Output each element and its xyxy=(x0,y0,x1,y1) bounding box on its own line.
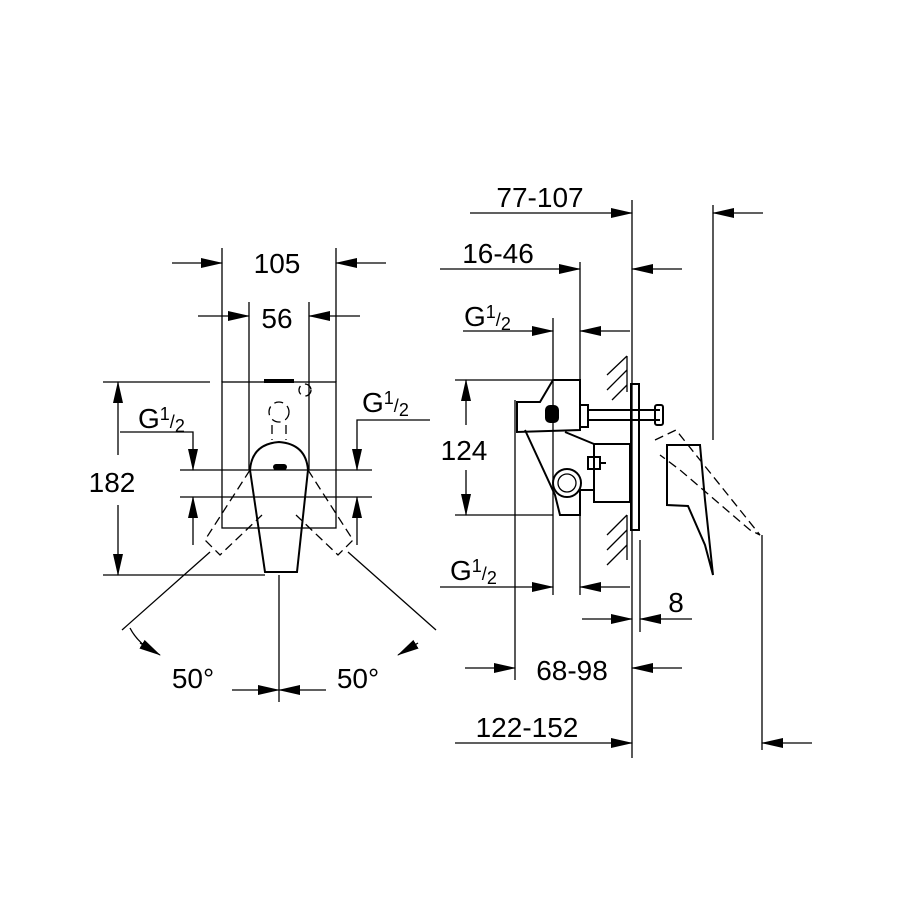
handle-side xyxy=(666,444,714,576)
dim-width-outer: 105 xyxy=(254,248,301,279)
side-view: 77-107 16-46 G1/2 124 xyxy=(440,182,812,758)
angle-left: 50° xyxy=(172,663,214,694)
handle-front xyxy=(248,440,310,573)
angle-right: 50° xyxy=(337,663,379,694)
dim-height-box: 124 xyxy=(441,435,488,466)
dim-width-inner: 56 xyxy=(261,303,292,334)
valve-body xyxy=(516,379,664,531)
dim-projection-total: 122-152 xyxy=(476,712,579,743)
dim-projection: 68-98 xyxy=(536,655,608,686)
cover-plate xyxy=(221,381,337,529)
dim-depth-box: 16-46 xyxy=(462,238,534,269)
wall-hatching xyxy=(606,355,628,566)
thread-label-right: G1/2 xyxy=(362,387,409,420)
dim-depth-total: 77-107 xyxy=(496,182,583,213)
thread-label-bottom: G1/2 xyxy=(450,555,497,588)
dim-plate: 8 xyxy=(668,587,684,618)
thread-label-top: G1/2 xyxy=(464,301,511,334)
dim-height: 182 xyxy=(89,467,136,498)
front-view: 105 56 182 G1/2 G1/2 xyxy=(89,248,437,702)
thread-label-left: G1/2 xyxy=(138,403,185,436)
